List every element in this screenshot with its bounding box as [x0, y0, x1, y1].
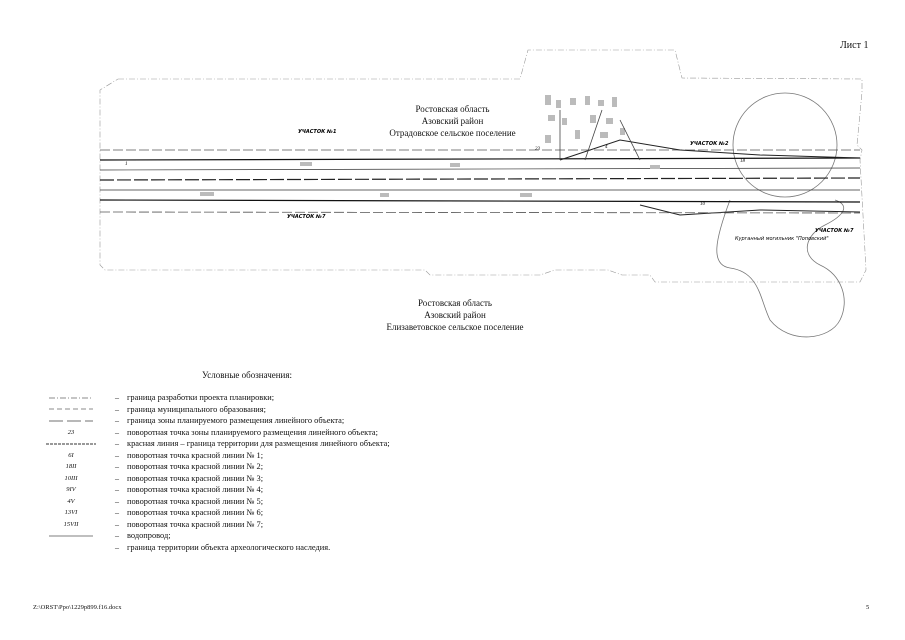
legend-text: граница разработки проекта планировки; — [127, 393, 275, 403]
legend-text: поворотная точка красной линии № 6; — [127, 508, 264, 518]
legend-symbol-label: 10III — [64, 474, 78, 482]
region-label-bottom: Ростовская область Азовский район Елизав… — [370, 297, 540, 333]
legend-item: 6I – поворотная точка красной линии № 1; — [35, 450, 535, 462]
legend-separator: – — [115, 485, 119, 495]
section-tag-2: УЧАСТОК №2 — [690, 141, 729, 147]
planning-map: УЧАСТОК №1 УЧАСТОК №2 УЧАСТОК №7 УЧАСТОК… — [99, 49, 867, 338]
point-label-2: 1 — [125, 162, 128, 167]
settlement-blocks — [200, 95, 660, 197]
region-top-line-2: Азовский район — [421, 116, 484, 126]
legend-symbol-label: 23 — [67, 428, 75, 436]
region-top-line-3: Отрадовское сельское поселение — [389, 128, 516, 138]
section-tag-1: УЧАСТОК №1 — [298, 129, 336, 135]
legend-separator: – — [115, 542, 119, 552]
legend-item: 9IV – поворотная точка красной линии № 4… — [35, 484, 535, 496]
legend-text: поворотная точка красной линии № 1; — [127, 450, 264, 460]
region-bottom-line-3: Елизаветовское сельское поселение — [386, 322, 524, 332]
legend-separator: – — [115, 450, 119, 460]
legend-text: поворотная точка красной линии № 5; — [127, 496, 264, 506]
legend-item: 15VII – поворотная точка красной линии №… — [35, 519, 535, 531]
legend-separator: – — [115, 508, 119, 518]
footer-file-path: Z:\ORST\Ppo\1229p899.f16.docx — [33, 604, 122, 611]
legend-symbol-solid — [35, 533, 107, 539]
legend-separator: – — [115, 427, 119, 437]
legend-symbol-label: 4V — [67, 497, 75, 505]
legend-item: 4V – поворотная точка красной линии № 5; — [35, 496, 535, 508]
point-label-4: 18 — [740, 159, 746, 164]
footer-page-number: 5 — [866, 604, 870, 611]
point-label-1: 23 — [535, 147, 541, 152]
legend-symbol-red-line — [35, 441, 107, 447]
legend-separator: – — [115, 404, 119, 414]
legend-separator: – — [115, 531, 119, 541]
legend-separator: – — [115, 496, 119, 506]
legend-symbol-label: 9IV — [66, 486, 76, 494]
legend-item: 10III – поворотная точка красной линии №… — [35, 473, 535, 485]
legend-separator: – — [115, 519, 119, 529]
region-bottom-line-2: Азовский район — [424, 310, 486, 320]
legend-separator: – — [115, 473, 119, 483]
legend-text: граница территории объекта археологическ… — [127, 542, 331, 552]
legend-symbol-label: 6I — [68, 451, 74, 459]
legend-item: 13VI – поворотная точка красной линии № … — [35, 507, 535, 519]
legend-text: водопровод; — [127, 531, 171, 541]
legend-text: поворотная точка красной линии № 3; — [127, 473, 264, 483]
project-boundary — [99, 49, 867, 283]
legend-item: – красная линия – граница территории для… — [35, 438, 535, 450]
legend-item: – водопровод; — [35, 530, 535, 542]
legend-item: 18II – поворотная точка красной линии № … — [35, 461, 535, 473]
region-top-line-1: Ростовская область — [415, 104, 490, 114]
legend-symbol-dashdot — [35, 395, 107, 401]
legend-text: поворотная точка красной линии № 7; — [127, 519, 264, 529]
legend-separator: – — [115, 416, 119, 426]
legend-symbol-dashed — [35, 406, 107, 412]
legend-item: – граница муниципального образования; — [35, 404, 535, 416]
legend-separator: – — [115, 462, 119, 472]
legend-item: – граница зоны планируемого размещения л… — [35, 415, 535, 427]
section-tag-4: УЧАСТОК №7 — [815, 228, 854, 234]
legend: – граница разработки проекта планировки;… — [35, 392, 535, 553]
archaeological-circle — [732, 92, 838, 198]
legend-text: поворотная точка красной линии № 4; — [127, 485, 264, 495]
legend-text: поворотная точка красной линии № 2; — [127, 462, 264, 472]
legend-text: граница зоны планируемого размещения лин… — [127, 416, 345, 426]
road-crossing — [559, 109, 641, 161]
legend-item: – граница разработки проекта планировки; — [35, 392, 535, 404]
red-line-bottom-branch — [639, 204, 861, 216]
region-bottom-line-1: Ростовская область — [418, 298, 492, 308]
legend-item: 23 – поворотная точка зоны планируемого … — [35, 427, 535, 439]
legend-text: красная линия – граница территории для р… — [127, 439, 390, 449]
point-label-3: 4 — [605, 145, 608, 150]
sheet-label: Лист 1 — [840, 40, 869, 51]
legend-symbol-longdash — [35, 418, 107, 424]
pipeline-top — [99, 167, 861, 171]
legend-symbol-label: 13VI — [64, 509, 78, 517]
legend-separator: – — [115, 439, 119, 449]
red-line-top-branch — [559, 139, 861, 161]
pipeline-main — [99, 177, 861, 181]
legend-symbol-label: 18II — [65, 463, 77, 471]
zone-line-bottom — [99, 211, 861, 214]
red-line-top — [99, 157, 861, 161]
legend-text: поворотная точка зоны планируемого разме… — [127, 427, 378, 437]
legend-separator: – — [115, 393, 119, 403]
archaeological-boundary — [716, 199, 845, 338]
legend-symbol-label: 15VII — [63, 520, 79, 528]
site-label: Курганный могильник "Поповский" — [735, 236, 829, 242]
legend-title: Условные обозначения: — [202, 370, 293, 380]
legend-item: – граница территории объекта археологиче… — [35, 542, 535, 554]
section-tag-3: УЧАСТОК №7 — [287, 214, 326, 220]
legend-text: граница муниципального образования; — [127, 404, 266, 414]
point-label-5: 10 — [700, 202, 706, 207]
region-label-top: Ростовская область Азовский район Отрадо… — [380, 103, 525, 139]
red-line-bottom — [99, 199, 861, 203]
